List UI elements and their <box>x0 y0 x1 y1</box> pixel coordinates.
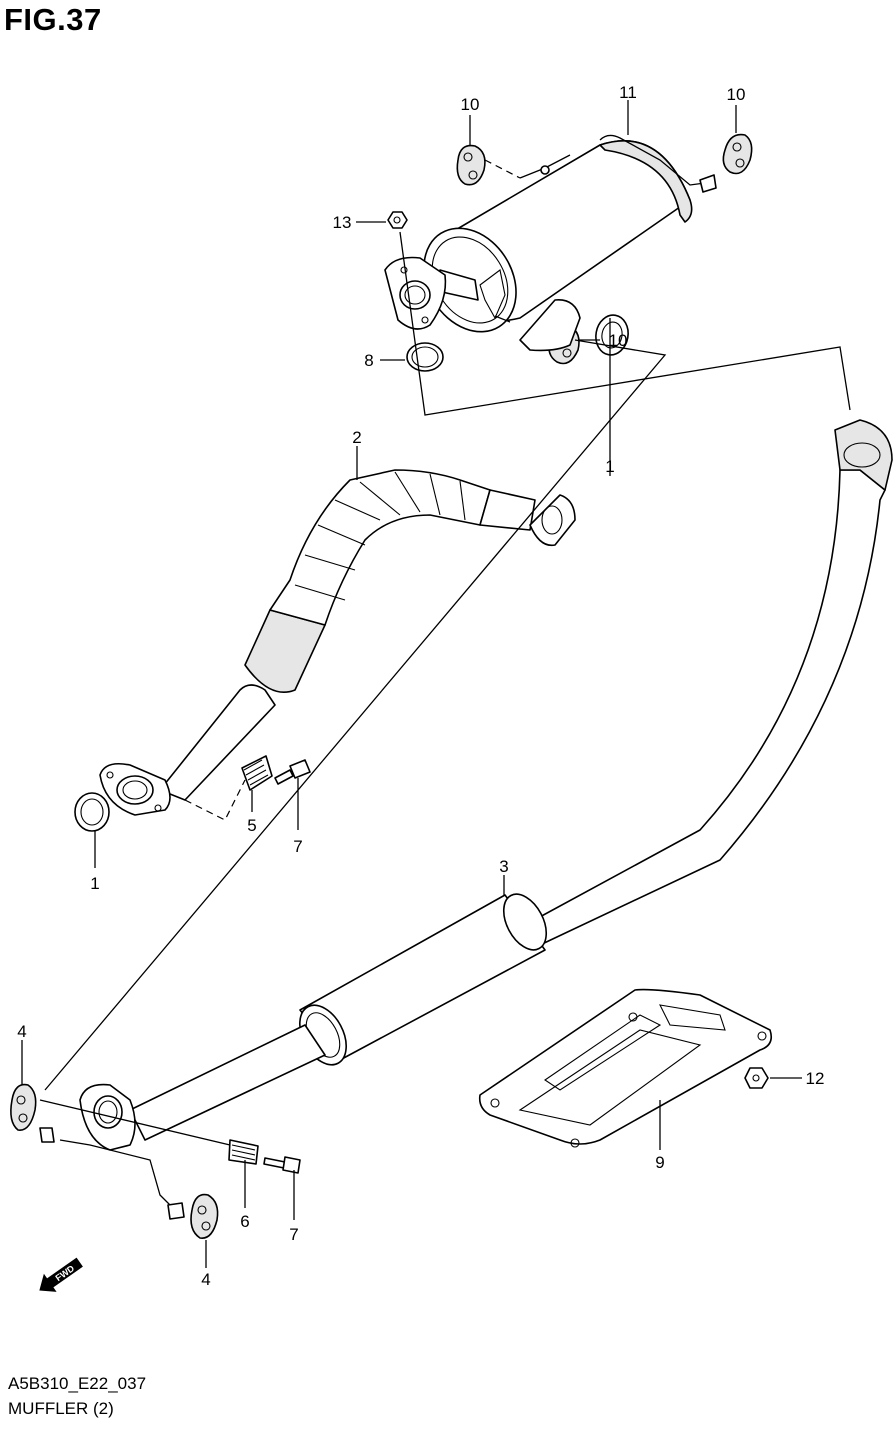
hanger-rubber-upper-right <box>722 133 753 175</box>
callout-1-right: 1 <box>605 457 614 476</box>
callout-7-upper: 7 <box>293 837 302 856</box>
gasket-1-left <box>74 792 110 832</box>
callout-12: 12 <box>806 1069 825 1088</box>
gasket-8 <box>406 342 444 372</box>
callout-10-upper-right: 10 <box>727 85 746 104</box>
callout-1-left: 1 <box>90 874 99 893</box>
callout-9: 9 <box>655 1153 664 1172</box>
front-pipe <box>39 419 893 1220</box>
alignment-line-muffler <box>399 231 851 416</box>
callout-13: 13 <box>333 213 352 232</box>
figure-code: A5B310_E22_037 <box>8 1374 147 1393</box>
callout-10-lower: 10 <box>609 331 628 350</box>
heat-shield <box>478 988 773 1148</box>
callout-3: 3 <box>499 857 508 876</box>
callout-4-left: 4 <box>17 1022 26 1041</box>
hanger-rubber-upper-left <box>456 144 486 186</box>
bolt-7-upper <box>274 759 311 785</box>
callout-8: 8 <box>364 351 373 370</box>
callout-11: 11 <box>619 83 637 102</box>
spring-dashed-link <box>184 779 246 821</box>
figure-title: FIG.37 <box>4 2 102 37</box>
fwd-arrow-icon: FWD <box>39 1257 83 1292</box>
hanger-dashed-link <box>484 159 521 179</box>
bolt-7-lower <box>263 1156 301 1174</box>
center-pipe-catalyst <box>99 299 581 816</box>
callout-5: 5 <box>247 816 256 835</box>
rear-muffler <box>384 134 717 333</box>
nut-13 <box>387 211 408 229</box>
leader-lines <box>21 100 802 1268</box>
callout-10-upper-left: 10 <box>461 95 480 114</box>
callout-4-bottom: 4 <box>201 1270 210 1289</box>
alignment-line-front <box>39 1099 231 1146</box>
spring-5 <box>241 755 273 791</box>
spring-6 <box>228 1139 259 1165</box>
callout-6: 6 <box>240 1212 249 1231</box>
alignment-line-center <box>44 339 667 1091</box>
hanger-rubber-4-bottom <box>190 1193 219 1239</box>
callout-7-lower: 7 <box>289 1225 298 1244</box>
figure-name: MUFFLER (2) <box>8 1399 114 1418</box>
callout-2: 2 <box>352 428 361 447</box>
hanger-rubber-4-left <box>10 1083 37 1131</box>
nut-12 <box>744 1067 769 1089</box>
